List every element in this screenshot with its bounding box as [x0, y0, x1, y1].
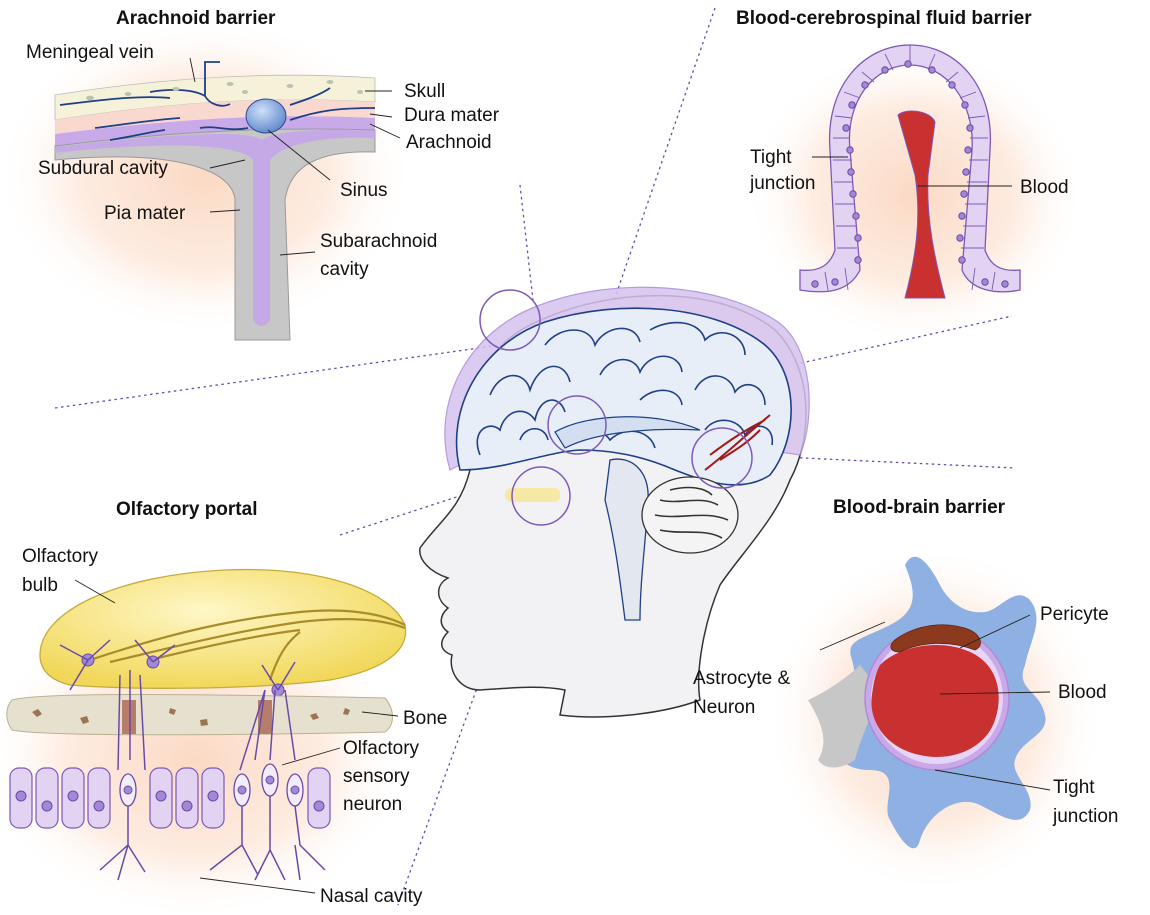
olfactory-sensory-neurons [99, 670, 326, 881]
arachnoid-title: Arachnoid barrier [116, 8, 276, 29]
label-dura-mater: Dura mater [404, 105, 500, 126]
head-olfactory-bulb [505, 488, 560, 502]
csf-label-tight-2: junction [749, 173, 816, 194]
subarachnoid-channel [55, 129, 375, 326]
label-arachnoid: Arachnoid [406, 132, 492, 153]
bbb-title: Blood-brain barrier [833, 497, 1006, 518]
bbb-label-astrocyte-1: Astrocyte & [693, 668, 790, 689]
callout-circle-bbb [691, 427, 753, 489]
csf-panel: Blood-cerebrospinal fluid barrier Tight … [736, 8, 1069, 299]
skull-pores [86, 80, 363, 101]
olfactory-label-bone: Bone [403, 708, 447, 729]
bone-holes [32, 700, 350, 734]
olfactory-label-nasal-cavity: Nasal cavity [320, 886, 423, 907]
sinus [245, 98, 287, 134]
cerebrum [455, 307, 792, 486]
label-subarachnoid-2: cavity [320, 259, 369, 280]
mitral-cells [59, 639, 296, 697]
neuron-gray [808, 665, 880, 768]
dura-layer [55, 99, 375, 134]
olfactory-label-neuron-2: sensory [343, 766, 410, 787]
pia-gray-shape [54, 128, 376, 341]
bbb-panel: Blood-brain barrier Pericyte Astrocyte &… [693, 497, 1119, 849]
bbb-label-blood: Blood [1058, 682, 1107, 703]
bbb-label-tight-2: junction [1052, 806, 1119, 827]
olfactory-label-bulb-1: Olfactory [22, 546, 99, 567]
olfactory-bulb-shape [39, 568, 407, 689]
callout-circle-csf [547, 395, 607, 455]
brainstem [604, 458, 649, 621]
olfactory-epithelium [9, 767, 331, 829]
arachnoid-panel: Arachnoid barrier Meningeal vein [26, 8, 500, 341]
label-subdural-cavity: Subdural cavity [38, 158, 168, 179]
bbb-label-tight-1: Tight [1053, 777, 1095, 798]
olfactory-label-neuron-1: Olfactory [343, 738, 420, 759]
csf-cell-borders [824, 45, 996, 291]
bone-layer [6, 694, 393, 736]
label-sinus: Sinus [340, 180, 388, 201]
pericyte [890, 624, 981, 653]
cerebellum [641, 476, 739, 554]
label-skull: Skull [404, 81, 445, 102]
olfactory-label-neuron-3: neuron [343, 794, 402, 815]
olfactory-panel: Olfactory portal [6, 499, 447, 907]
csf-label-tight-1: Tight [750, 147, 792, 168]
callout-circle-olfactory [511, 466, 571, 526]
olfactory-label-bulb-2: bulb [22, 575, 58, 596]
bbb-label-pericyte: Pericyte [1040, 604, 1109, 625]
olfactory-axon-bundle [89, 609, 406, 681]
bbb-blood [871, 645, 999, 757]
meningeal-vein-lines [59, 61, 376, 141]
csf-cell-nuclei [811, 60, 1009, 288]
csf-blood-core [897, 110, 946, 299]
head-vessels [704, 414, 771, 471]
bbb-label-astrocyte-2: Neuron [693, 697, 755, 718]
corpus-callosum [554, 416, 701, 449]
head-illustration [419, 286, 810, 718]
label-subarachnoid-1: Subarachnoid [320, 231, 437, 252]
label-meningeal-vein: Meningeal vein [26, 42, 154, 63]
callout-circle-arachnoid [479, 289, 541, 351]
label-pia-mater: Pia mater [104, 203, 186, 224]
csf-label-blood: Blood [1020, 177, 1069, 198]
olfactory-title: Olfactory portal [116, 499, 257, 520]
csf-title: Blood-cerebrospinal fluid barrier [736, 8, 1032, 29]
